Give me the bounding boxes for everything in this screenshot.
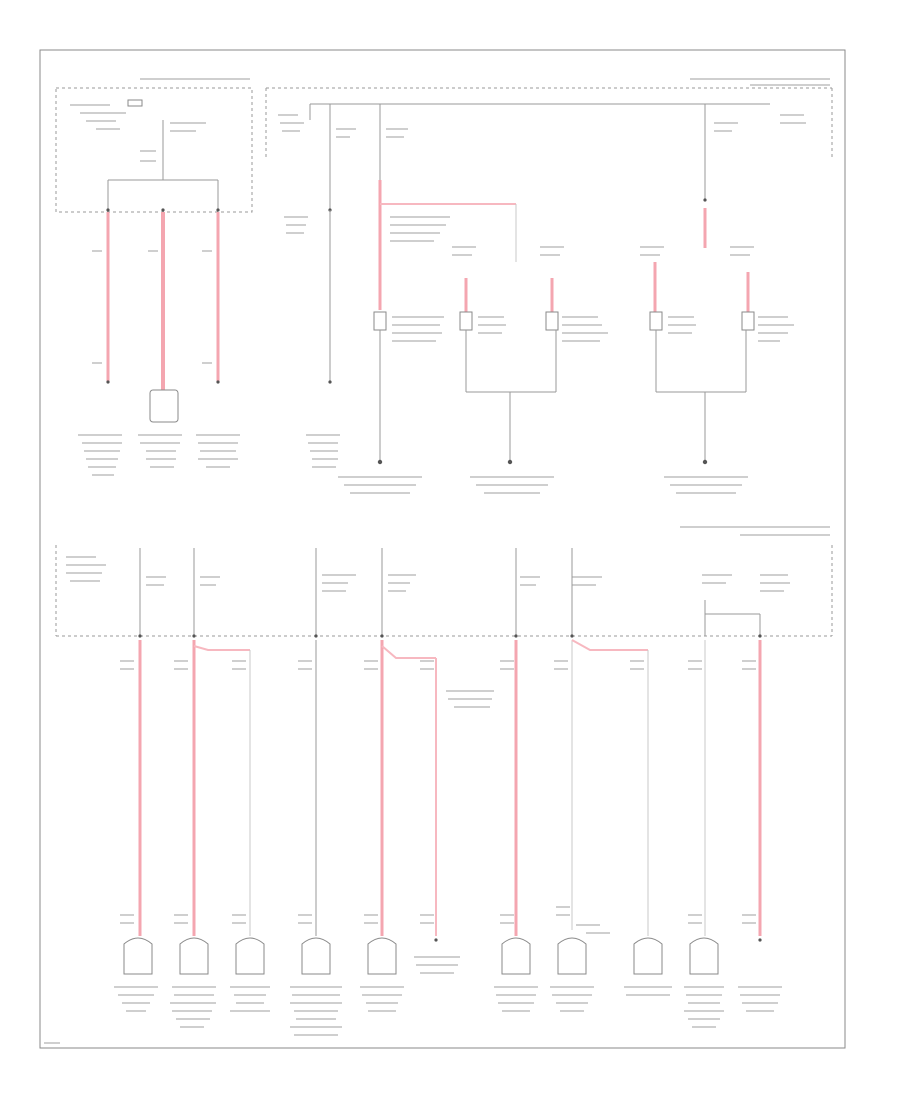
lower-wires xyxy=(120,639,762,936)
right-block-wires xyxy=(328,180,750,384)
lower-fuse-block xyxy=(55,526,833,638)
left-upper-fuse-block xyxy=(55,78,253,213)
right-upper-fuse-block xyxy=(265,78,833,234)
relay-group xyxy=(306,216,794,494)
lower-connectors xyxy=(44,937,782,1044)
left-block-wires xyxy=(78,212,240,476)
diagram-border xyxy=(39,49,846,1049)
